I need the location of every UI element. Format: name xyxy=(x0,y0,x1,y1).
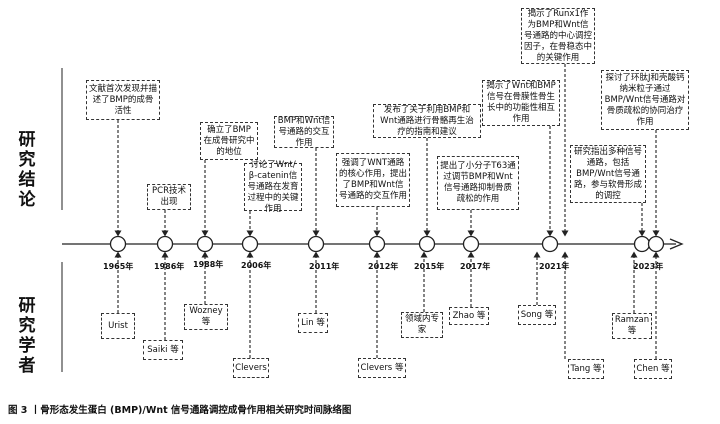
connector-arrowhead xyxy=(467,251,475,258)
scholar-box: Zhao 等 xyxy=(449,307,489,325)
scholar-box: Saiki 等 xyxy=(143,340,183,360)
connector-arrowhead xyxy=(652,251,660,258)
timeline-node xyxy=(541,235,559,253)
connector-arrowhead xyxy=(114,230,122,237)
figure-caption: 图 3 丨骨形态发生蛋白 (BMP)/Wnt 信号通路调控成骨作用相关研究时间脉… xyxy=(8,405,352,416)
timeline-node xyxy=(647,235,665,253)
connector-arrowhead xyxy=(161,251,169,258)
year-label: 2011年 xyxy=(309,262,340,271)
conclusion-box: PCR技术出现 xyxy=(147,184,191,210)
conclusion-box: 提出了小分子T63通过调节BMP和Wnt信号通路抑制骨质疏松的作用 xyxy=(437,156,519,210)
category-label-scholars: 研究学者 xyxy=(18,296,36,376)
connector-arrowhead xyxy=(161,230,169,237)
timeline-node xyxy=(633,235,651,253)
connector-arrowhead xyxy=(312,251,320,258)
connector-arrowhead xyxy=(638,230,646,237)
connector-arrowhead xyxy=(467,230,475,237)
timeline-arrowhead xyxy=(669,238,684,250)
timeline-node xyxy=(462,235,480,253)
timeline-node xyxy=(109,235,127,253)
scholar-box: Lin 等 xyxy=(298,313,328,333)
conclusion-box: 探讨了环肽J和壳酸钙纳米粒子通过BMP/Wnt信号通路对骨质疏松的协同治疗作用 xyxy=(601,70,689,130)
timeline-node xyxy=(307,235,325,253)
category-label-conclusions: 研究结论 xyxy=(18,130,36,210)
scholar-box: Chen 等 xyxy=(634,359,672,379)
conclusion-box: BMP和Wnt信号通路的交互作用 xyxy=(274,116,334,148)
scholar-box: Wozney 等 xyxy=(184,304,228,330)
conclusion-box: 文献首次发现并描述了BMP的成骨活性 xyxy=(86,80,160,120)
conclusion-box: 揭示了Runx1作为BMP和Wnt信号通路的中心调控因子，在骨稳态中的关键作用 xyxy=(521,8,595,64)
connector-arrowhead xyxy=(246,230,254,237)
connector-arrowhead xyxy=(423,230,431,237)
connector-arrowhead xyxy=(312,230,320,237)
timeline-node xyxy=(196,235,214,253)
conclusion-box: 揭示了Wnt和BMP信号在骨膜性骨生长中的功能性相互作用 xyxy=(482,80,560,126)
timeline-node xyxy=(418,235,436,253)
timeline-node xyxy=(241,235,259,253)
connector-arrowhead xyxy=(373,230,381,237)
conclusion-box: 研究指出多种信号通路，包括BMP/Wnt信号通路，参与软骨形成的调控 xyxy=(570,145,646,203)
year-label: 2023年 xyxy=(633,262,664,271)
connector-arrowhead xyxy=(201,251,209,258)
scholar-box: Clevers 等 xyxy=(358,358,406,378)
conclusion-box: 强调了WNT通路的核心作用，提出了BMP和Wnt信号通路的交互作用 xyxy=(336,153,410,207)
timeline-node xyxy=(156,235,174,253)
connector-arrowhead xyxy=(652,230,660,237)
connector-arrowhead xyxy=(546,230,554,237)
conclusion-box: 讨论了Wnt/β-catenin信号通路在发育过程中的关键作用 xyxy=(244,160,302,214)
connector-arrowhead xyxy=(246,251,254,258)
year-label: 1986年 xyxy=(154,262,185,271)
scholar-box: Ramzan 等 xyxy=(612,313,652,339)
scholar-box: Song 等 xyxy=(518,305,556,325)
connector-arrowhead xyxy=(533,251,541,258)
year-label: 1988年 xyxy=(193,260,224,269)
year-label: 2021年 xyxy=(539,262,570,271)
connector-arrowhead xyxy=(373,251,381,258)
connector-arrowhead xyxy=(630,251,638,258)
scholar-box: Urist xyxy=(101,313,135,339)
conclusion-box: 发布了关于利用BMP和Wnt通路进行骨骼再生治疗的指南和建议 xyxy=(373,104,481,138)
connector-arrowhead xyxy=(420,251,428,258)
year-label: 2012年 xyxy=(368,262,399,271)
scholar-box: Clevers xyxy=(233,358,269,378)
scholar-box: Tang 等 xyxy=(568,359,604,379)
year-label: 2015年 xyxy=(414,262,445,271)
connector-arrowhead xyxy=(561,230,569,237)
year-label: 1965年 xyxy=(103,262,134,271)
conclusion-box: 确立了BMP在成骨研究中的地位 xyxy=(200,122,258,160)
year-label: 2017年 xyxy=(460,262,491,271)
connector-arrowhead xyxy=(114,251,122,258)
year-label: 2006年 xyxy=(241,261,272,270)
connector-arrowhead xyxy=(561,251,569,258)
connector-arrowhead xyxy=(201,230,209,237)
scholar-box: 领域内专家 xyxy=(401,312,443,338)
timeline-node xyxy=(368,235,386,253)
